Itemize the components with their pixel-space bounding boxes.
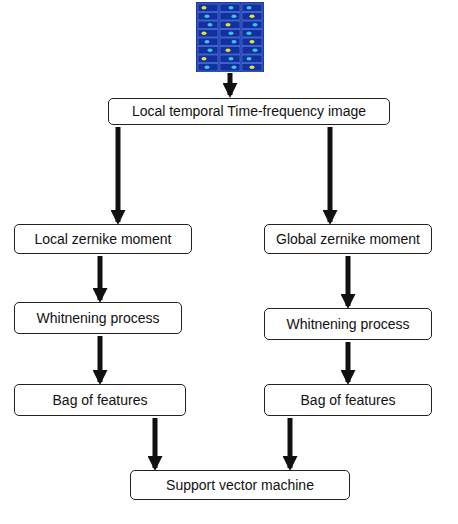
box-label: Support vector machine	[166, 477, 314, 493]
spectrogram-grid	[196, 2, 264, 72]
process-box: Whitnening process	[14, 302, 182, 334]
box-label: Whitnening process	[37, 310, 160, 326]
flow-arrow	[346, 342, 351, 382]
process-box: Local zernike moment	[14, 224, 192, 254]
box-label: Bag of features	[53, 392, 148, 408]
input-arrow	[228, 73, 233, 95]
process-box: Bag of features	[14, 384, 186, 416]
flow-arrow	[153, 418, 158, 468]
box-label: Bag of features	[301, 392, 396, 408]
process-box: Support vector machine	[130, 470, 350, 500]
box-label: Global zernike moment	[276, 231, 420, 247]
box-label: Local zernike moment	[35, 231, 172, 247]
process-box: Bag of features	[264, 384, 432, 416]
flow-arrow	[98, 336, 103, 382]
process-box: Local temporal Time-frequency image	[108, 98, 390, 125]
process-box: Global zernike moment	[264, 224, 432, 254]
flow-arrow	[328, 127, 333, 222]
flow-arrow	[98, 256, 103, 300]
flow-arrow	[346, 256, 351, 306]
flow-arrow	[288, 418, 293, 468]
flow-arrow	[116, 127, 121, 222]
process-box: Whitnening process	[264, 308, 432, 340]
box-label: Whitnening process	[287, 316, 410, 332]
box-label: Local temporal Time-frequency image	[132, 103, 366, 119]
